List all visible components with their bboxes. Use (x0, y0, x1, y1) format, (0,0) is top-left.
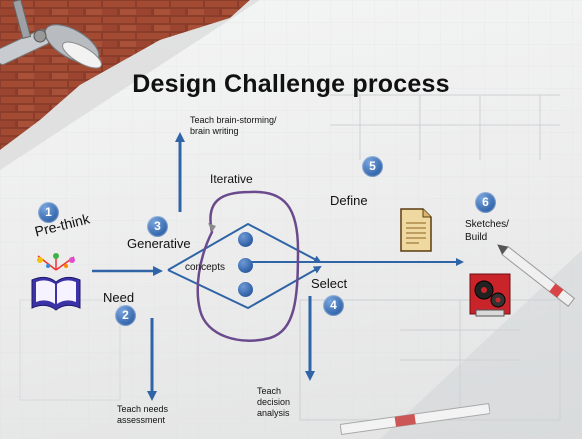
concepts-label: concepts (185, 262, 226, 273)
concept-dot (238, 258, 253, 273)
loop-arrowhead (208, 223, 216, 232)
concept-dot (238, 232, 253, 247)
teach-needs-label: Teach needs assessment (117, 404, 169, 425)
teach-brainstorm-label: Teach brain-storming/ brain writing (190, 115, 277, 136)
iterative-label: Iterative (210, 172, 253, 186)
book-icon (31, 253, 81, 311)
teach-decision-label: Teach decision analysis (257, 386, 291, 418)
document-icon (400, 208, 432, 252)
step-3-badge: 3 (147, 216, 168, 237)
pencil-icon (497, 244, 576, 307)
step-2-label: Need (103, 290, 135, 305)
step-3-label: Generative (127, 236, 191, 251)
step-4-badge: 4 (323, 295, 344, 316)
iterative-loop (196, 190, 300, 342)
diagram-title: Design Challenge process (132, 70, 450, 98)
step-6-label: Sketches/ Build (465, 219, 509, 243)
concept-dot (238, 282, 253, 297)
step-6-badge: 6 (475, 192, 496, 213)
desk-lamp-icon (0, 0, 102, 69)
step-5-label: Define (330, 193, 368, 208)
step-5-badge: 5 (362, 156, 383, 177)
pencil-icon (340, 403, 490, 435)
gear-icon (469, 273, 511, 317)
step-4-label: Select (311, 276, 348, 291)
step-1-badge: 1 (38, 202, 59, 223)
diamond-upper-line (167, 222, 322, 271)
step-2-badge: 2 (115, 305, 136, 326)
